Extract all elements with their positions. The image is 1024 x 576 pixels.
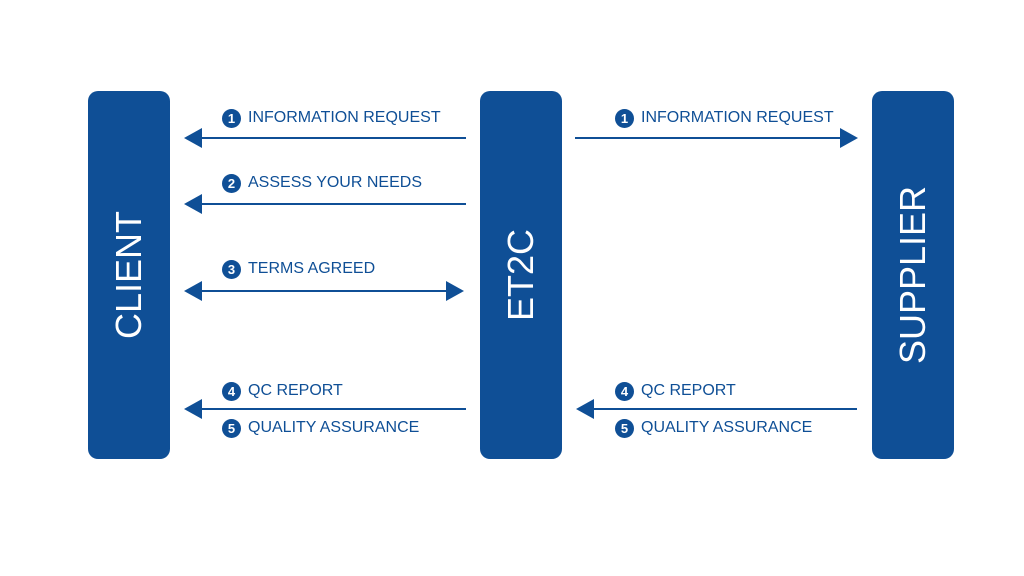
flow-label-text: TERMS AGREED: [248, 260, 376, 277]
step-number-badge: 5: [222, 418, 241, 438]
arrow-qc-to-et2c: [576, 399, 857, 419]
arrow-info-request-to-client: [184, 128, 466, 148]
step-number-badge: 3: [222, 259, 241, 279]
flow-label-text: ASSESS YOUR NEEDS: [248, 174, 422, 191]
flow-label: 5 QUALITY ASSURANCE: [615, 418, 812, 438]
step-number-badge: 5: [615, 418, 634, 438]
flow-label: 1 INFORMATION REQUEST: [615, 108, 834, 128]
flow-label: 4 QC REPORT: [222, 381, 343, 401]
arrow-assess-needs-to-client: [184, 194, 466, 214]
flow-label: 4 QC REPORT: [615, 381, 736, 401]
supplier-block: SUPPLIER: [872, 91, 954, 459]
step-number-badge: 4: [615, 381, 634, 401]
flow-label-text: QC REPORT: [248, 382, 343, 399]
client-block: CLIENT: [88, 91, 170, 459]
et2c-block: ET2C: [480, 91, 562, 459]
flow-label-text: QUALITY ASSURANCE: [641, 419, 813, 436]
flow-label-text: QC REPORT: [641, 382, 736, 399]
arrow-terms-agreed-bidirectional: [184, 281, 464, 301]
step-number-badge: 1: [222, 108, 241, 128]
flow-label-text: INFORMATION REQUEST: [248, 109, 441, 126]
step-number-badge: 1: [615, 108, 634, 128]
flow-label: 1 INFORMATION REQUEST: [222, 108, 441, 128]
flow-label-text: INFORMATION REQUEST: [641, 109, 834, 126]
flow-label: 3 TERMS AGREED: [222, 259, 375, 279]
flow-label: 5 QUALITY ASSURANCE: [222, 418, 419, 438]
step-number-badge: 4: [222, 381, 241, 401]
flow-label: 2 ASSESS YOUR NEEDS: [222, 173, 422, 193]
arrow-qc-to-client: [184, 399, 466, 419]
step-number-badge: 2: [222, 173, 241, 193]
arrow-info-request-to-supplier: [575, 128, 858, 148]
flow-label-text: QUALITY ASSURANCE: [248, 419, 420, 436]
